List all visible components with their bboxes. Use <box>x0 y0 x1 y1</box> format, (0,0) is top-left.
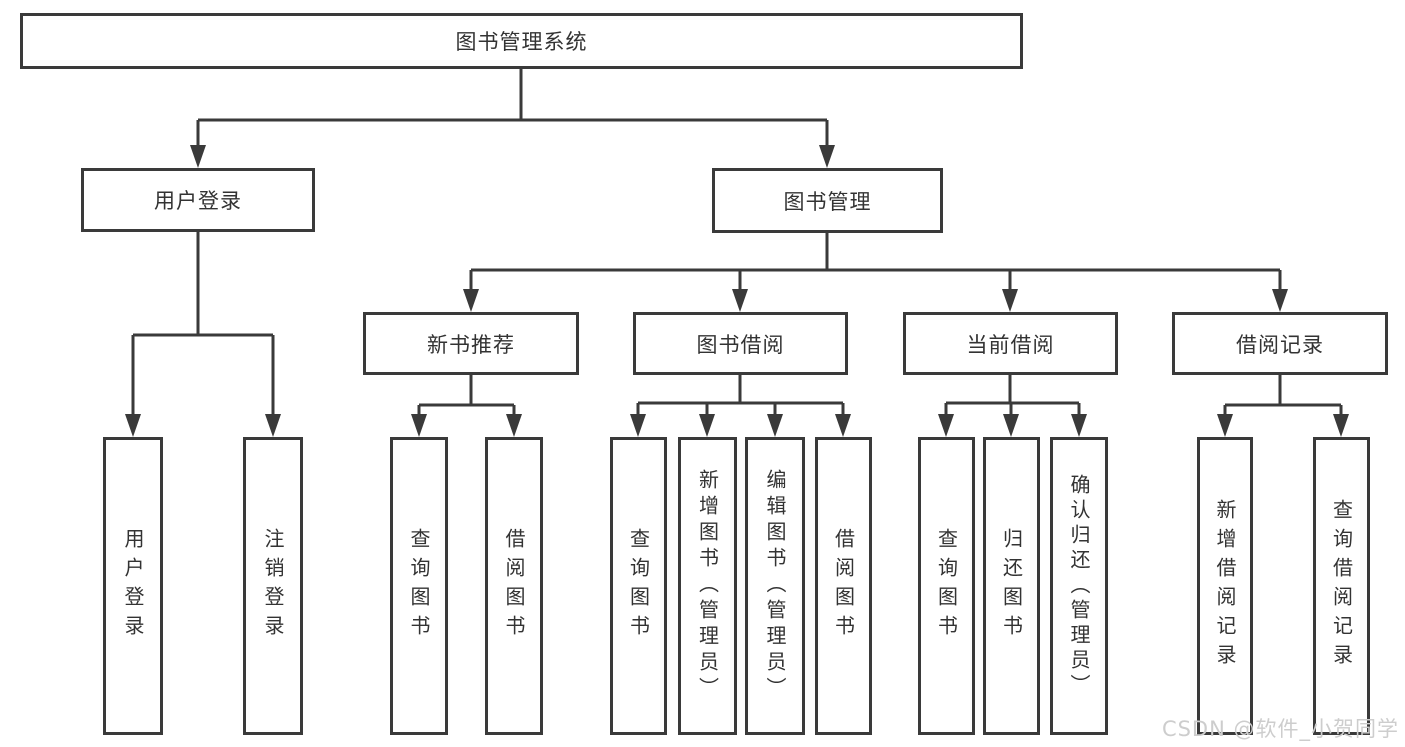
node-book-management: 图书管理 <box>712 168 943 233</box>
node-book-borrow: 图书借阅 <box>633 312 848 375</box>
leaf-logout: 注销登录 <box>243 437 303 735</box>
node-current-borrow: 当前借阅 <box>903 312 1118 375</box>
leaf-br-add-record: 新增借阅记录 <box>1197 437 1253 735</box>
leaf-br-query-record: 查询借阅记录 <box>1313 437 1370 735</box>
node-user-login: 用户登录 <box>81 168 315 232</box>
leaf-cb-return-books: 归还图书 <box>983 437 1040 735</box>
leaf-bb-query-books: 查询图书 <box>610 437 667 735</box>
node-borrow-records: 借阅记录 <box>1172 312 1388 375</box>
leaf-nb-borrow-books: 借阅图书 <box>485 437 543 735</box>
leaf-cb-query-books: 查询图书 <box>918 437 975 735</box>
leaf-bb-edit-book-admin: 编辑图书（管理员） <box>745 437 805 735</box>
leaf-bb-borrow-books: 借阅图书 <box>815 437 872 735</box>
leaf-nb-query-books: 查询图书 <box>390 437 448 735</box>
node-library-system: 图书管理系统 <box>20 13 1023 69</box>
leaf-bb-add-book-admin: 新增图书（管理员） <box>678 437 737 735</box>
leaf-cb-confirm-return-admin: 确认归还（管理员） <box>1050 437 1108 735</box>
leaf-user-login: 用户登录 <box>103 437 163 735</box>
node-new-book-recommend: 新书推荐 <box>363 312 579 375</box>
